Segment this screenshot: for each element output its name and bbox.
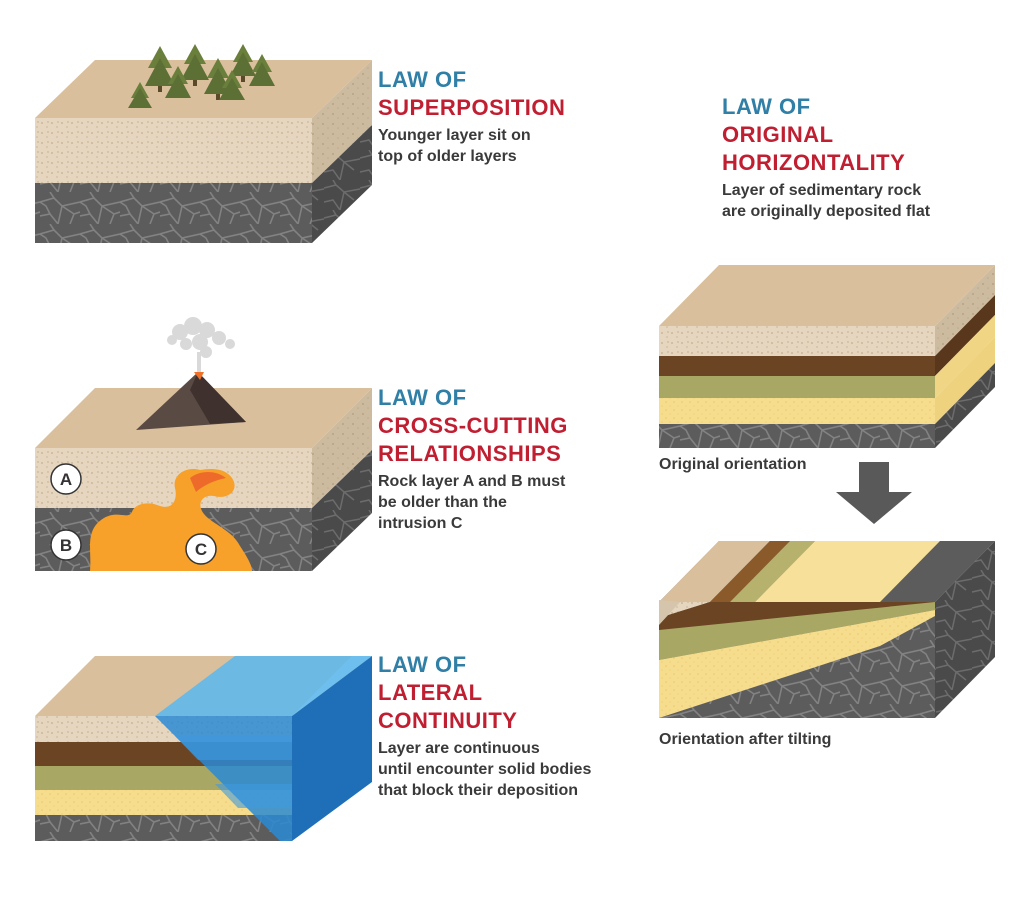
superposition-bedrock-layer <box>35 183 312 243</box>
horizontality-desc-line1: Layer of sedimentary rock <box>722 182 922 199</box>
cross-cutting-text: LAW OF CROSS-CUTTING RELATIONSHIPS Rock … <box>378 384 568 534</box>
caption-after-tilting: Orientation after tilting <box>659 731 832 748</box>
superposition-text: LAW OF SUPERPOSITION Younger layer sit o… <box>378 66 565 167</box>
tree-icons <box>128 44 275 108</box>
superposition-sand-layer <box>35 118 312 183</box>
horizontality-title-line3: HORIZONTALITY <box>722 150 906 175</box>
caption-original-orientation: Original orientation <box>659 456 807 473</box>
label-a: A <box>60 470 72 489</box>
horizontality-title-line1: LAW OF <box>722 94 811 119</box>
superposition-title-line2: SUPERPOSITION <box>378 95 566 120</box>
cross-cutting-desc-line3: intrusion C <box>378 515 463 532</box>
lateral-title-line1: LAW OF <box>378 652 467 677</box>
cross-cutting-block: A B C <box>35 317 372 571</box>
superposition-desc-line2: top of older layers <box>378 148 517 165</box>
down-arrow-icon <box>836 462 912 524</box>
lateral-desc-line3: that block their deposition <box>378 782 579 799</box>
lateral-title-line3: CONTINUITY <box>378 708 518 733</box>
lateral-continuity-block <box>35 656 372 841</box>
superposition-top-surface <box>35 60 372 118</box>
water-body <box>155 656 372 716</box>
superposition-desc-line1: Younger layer sit on <box>378 127 531 144</box>
cross-cutting-title-line1: LAW OF <box>378 385 467 410</box>
label-c: C <box>195 540 207 559</box>
cross-cutting-title-line2: CROSS-CUTTING <box>378 413 568 438</box>
cross-cutting-desc-line2: be older than the <box>378 494 507 511</box>
label-b: B <box>60 536 72 555</box>
superposition-block <box>35 44 372 243</box>
label-c-marker <box>185 533 217 565</box>
original-horizontality-text: LAW OF ORIGINAL HORIZONTALITY Layer of s… <box>722 93 930 222</box>
lateral-title-line2: LATERAL <box>378 680 483 705</box>
horizontality-desc-line2: are originally deposited flat <box>722 203 931 220</box>
cross-cutting-desc-line1: Rock layer A and B must <box>378 473 566 490</box>
cross-cutting-title-line3: RELATIONSHIPS <box>378 441 562 466</box>
lateral-desc-line2: until encounter solid bodies <box>378 761 592 778</box>
superposition-title-line1: LAW OF <box>378 67 467 92</box>
smoke-cloud <box>167 317 235 372</box>
horizontality-title-line2: ORIGINAL <box>722 122 834 147</box>
label-b-marker <box>50 529 82 561</box>
label-a-marker <box>50 463 82 495</box>
tilted-orientation-block <box>659 541 995 718</box>
original-orientation-block <box>659 265 995 448</box>
lateral-continuity-text: LAW OF LATERAL CONTINUITY Layer are cont… <box>378 651 591 801</box>
lateral-desc-line1: Layer are continuous <box>378 740 540 757</box>
